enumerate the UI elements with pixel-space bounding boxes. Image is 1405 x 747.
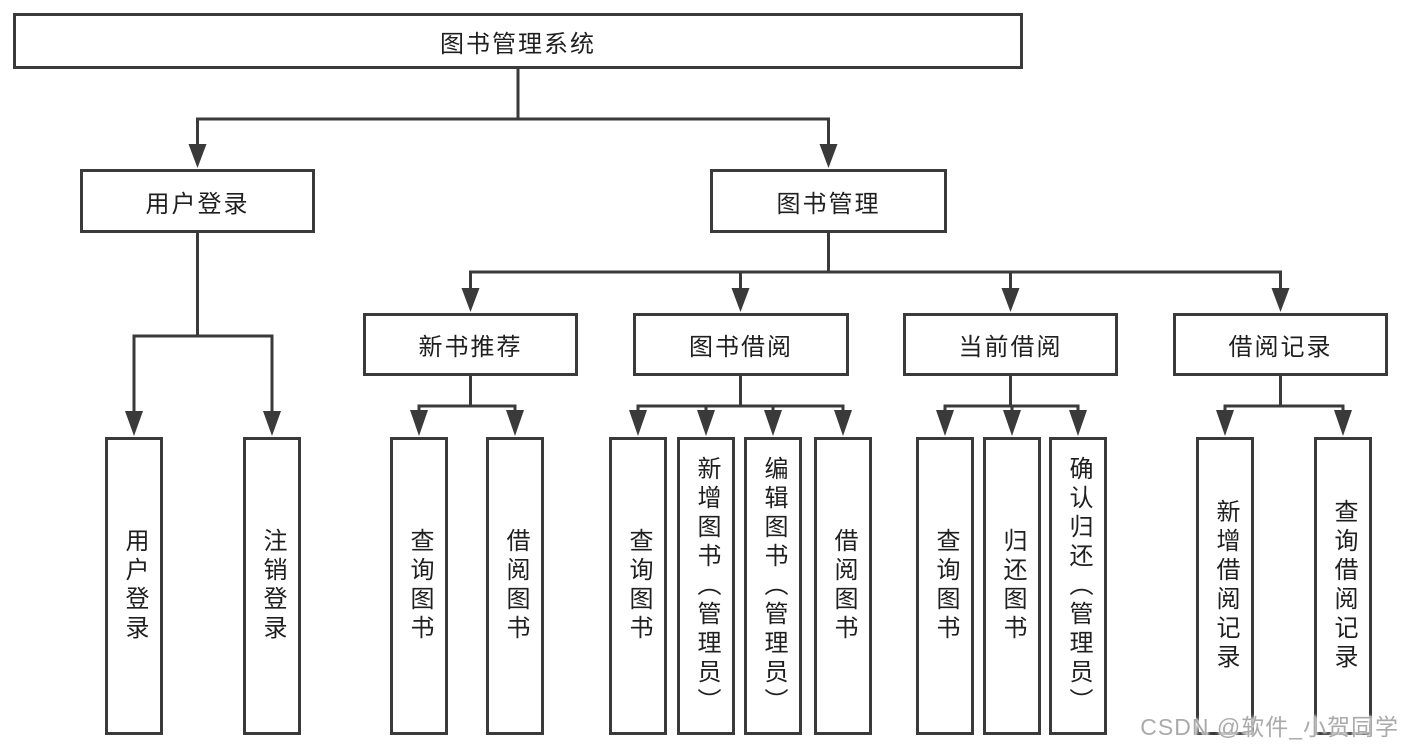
node-new-book-recommendation-label: 新书推荐 bbox=[418, 334, 523, 361]
leaf-add-borrow-record-label: 新增借阅记录 bbox=[1212, 499, 1239, 673]
leaf-query-borrow-record-label: 查询借阅记录 bbox=[1330, 499, 1357, 673]
leaf-user-login-label: 用户登录 bbox=[121, 528, 148, 644]
node-book-borrowing-label: 图书借阅 bbox=[689, 334, 793, 361]
node-borrowing-records: 借阅记录 bbox=[1173, 313, 1388, 376]
node-book-management: 图书管理 bbox=[710, 169, 947, 233]
leaf-logout-login-label: 注销登录 bbox=[259, 528, 286, 644]
node-user-login: 用户登录 bbox=[80, 169, 315, 233]
leaf-borrow-books-borrow-label: 借阅图书 bbox=[830, 528, 857, 644]
leaf-query-books-borrow-label: 查询图书 bbox=[625, 528, 652, 644]
csdn-watermark: CSDN @软件_小贺同学 bbox=[1140, 714, 1399, 740]
node-current-borrowing: 当前借阅 bbox=[903, 313, 1118, 376]
leaf-borrow-books-newbook: 借阅图书 bbox=[486, 437, 544, 735]
leaf-confirm-return-admin-label: 确认归还（管理员） bbox=[1065, 455, 1092, 717]
leaf-query-books-current-label: 查询图书 bbox=[932, 528, 959, 644]
node-library-management-system: 图书管理系统 bbox=[13, 13, 1023, 69]
node-current-borrowing-label: 当前借阅 bbox=[958, 334, 1063, 361]
node-library-management-system-label: 图书管理系统 bbox=[440, 30, 596, 58]
leaf-edit-books-admin-label: 编辑图书（管理员） bbox=[760, 455, 787, 717]
leaf-borrow-books-newbook-label: 借阅图书 bbox=[502, 528, 529, 644]
leaf-query-books-newbook-label: 查询图书 bbox=[406, 528, 433, 644]
node-user-login-label: 用户登录 bbox=[145, 190, 250, 218]
leaf-return-books: 归还图书 bbox=[983, 437, 1041, 735]
leaf-query-books-borrow: 查询图书 bbox=[609, 437, 667, 735]
node-borrowing-records-label: 借阅记录 bbox=[1228, 334, 1333, 361]
leaf-edit-books-admin: 编辑图书（管理员） bbox=[744, 437, 802, 735]
node-book-borrowing: 图书借阅 bbox=[633, 313, 849, 376]
leaf-borrow-books-borrow: 借阅图书 bbox=[814, 437, 872, 735]
leaf-confirm-return-admin: 确认归还（管理员） bbox=[1049, 437, 1107, 735]
leaf-query-books-newbook: 查询图书 bbox=[390, 437, 448, 735]
leaf-add-books-admin: 新增图书（管理员） bbox=[677, 437, 735, 735]
leaf-logout-login: 注销登录 bbox=[243, 437, 301, 735]
leaf-add-borrow-record: 新增借阅记录 bbox=[1196, 437, 1254, 735]
arrowheads bbox=[125, 144, 1352, 436]
leaf-query-books-current: 查询图书 bbox=[916, 437, 974, 735]
leaf-query-borrow-record: 查询借阅记录 bbox=[1314, 437, 1372, 735]
node-new-book-recommendation: 新书推荐 bbox=[363, 313, 578, 376]
leaf-return-books-label: 归还图书 bbox=[999, 528, 1026, 644]
leaf-user-login: 用户登录 bbox=[105, 437, 163, 735]
leaf-add-books-admin-label: 新增图书（管理员） bbox=[693, 455, 720, 717]
node-book-management-label: 图书管理 bbox=[776, 190, 881, 218]
